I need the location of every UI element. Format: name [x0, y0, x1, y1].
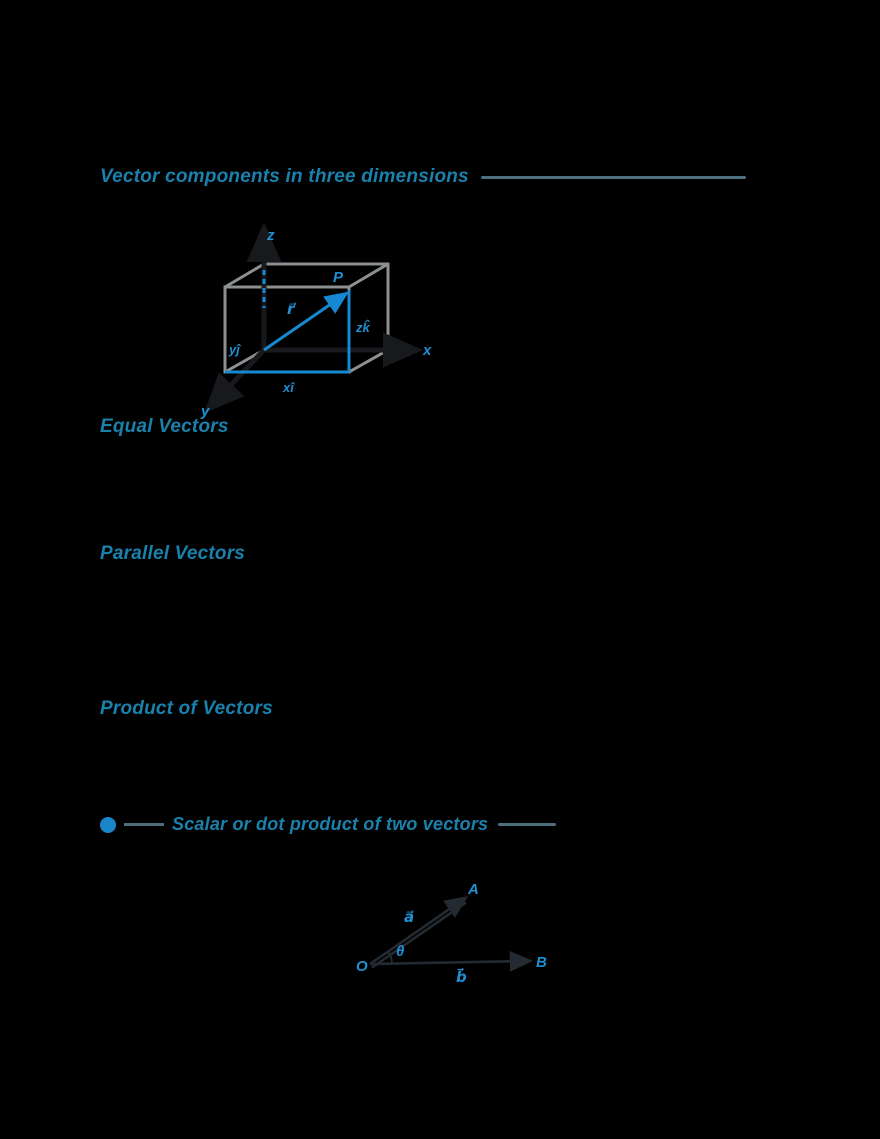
- section-title-vector-components: Vector components in three dimensions: [100, 166, 469, 187]
- y-axis-label: y: [200, 403, 210, 420]
- vector-oa-line: [369, 896, 469, 966]
- section-heading-row: Equal Vectors: [100, 416, 229, 438]
- bullet-connector-line: [124, 823, 164, 826]
- point-a-label: A: [467, 881, 479, 898]
- box-connector-edges: [224, 262, 389, 374]
- section-heading-row: Product of Vectors: [100, 698, 273, 720]
- angle-arc: [387, 950, 393, 964]
- section-title-product-of-vectors: Product of Vectors: [100, 698, 273, 719]
- z-component-label: zk̂: [355, 320, 371, 335]
- section-title-scalar-dot-product: Scalar or dot product of two vectors: [172, 814, 489, 834]
- vector-r-label: r⃗: [287, 301, 297, 318]
- item-number-bullet: [100, 816, 116, 833]
- vector-components-3d-diagram: z x y P r⃗ xî yĵ zk̂: [200, 222, 432, 420]
- coordinate-axes: [204, 222, 423, 414]
- point-b-label: B: [536, 954, 547, 971]
- point-p-label: P: [333, 269, 344, 286]
- heading-rule: [480, 175, 746, 179]
- section-title-parallel-vectors: Parallel Vectors: [100, 543, 246, 564]
- angle-between-vectors-diagram: O A B a⃗ b⃗ θ: [356, 881, 547, 986]
- vector-a-label: a⃗: [404, 909, 414, 926]
- position-vector-r: [263, 291, 349, 352]
- heading-rule-short: [498, 823, 557, 826]
- x-component-label: xî: [282, 380, 295, 395]
- box-front-face: [223, 285, 351, 374]
- x-axis-label: x: [422, 342, 432, 359]
- z-axis-label: z: [266, 227, 275, 244]
- section-heading-row: Parallel Vectors: [100, 543, 245, 565]
- reference-box: [223, 262, 390, 374]
- vector-oa-parallel-line: [371, 901, 467, 969]
- vertex-o-label: O: [356, 958, 368, 975]
- vector-b-label: b⃗: [456, 967, 467, 986]
- vector-ob-line: [369, 950, 534, 972]
- numbered-heading-row: Scalar or dot product of two vectors: [100, 814, 557, 835]
- y-axis-line: [204, 348, 266, 414]
- section-heading-row: Vector components in three dimensions: [100, 166, 746, 188]
- angle-vectors: [369, 896, 534, 972]
- section-title-equal-vectors: Equal Vectors: [100, 416, 229, 437]
- theta-angle-label: θ: [396, 943, 405, 960]
- y-component-label: yĵ: [228, 342, 241, 357]
- vector-construction: [225, 270, 351, 374]
